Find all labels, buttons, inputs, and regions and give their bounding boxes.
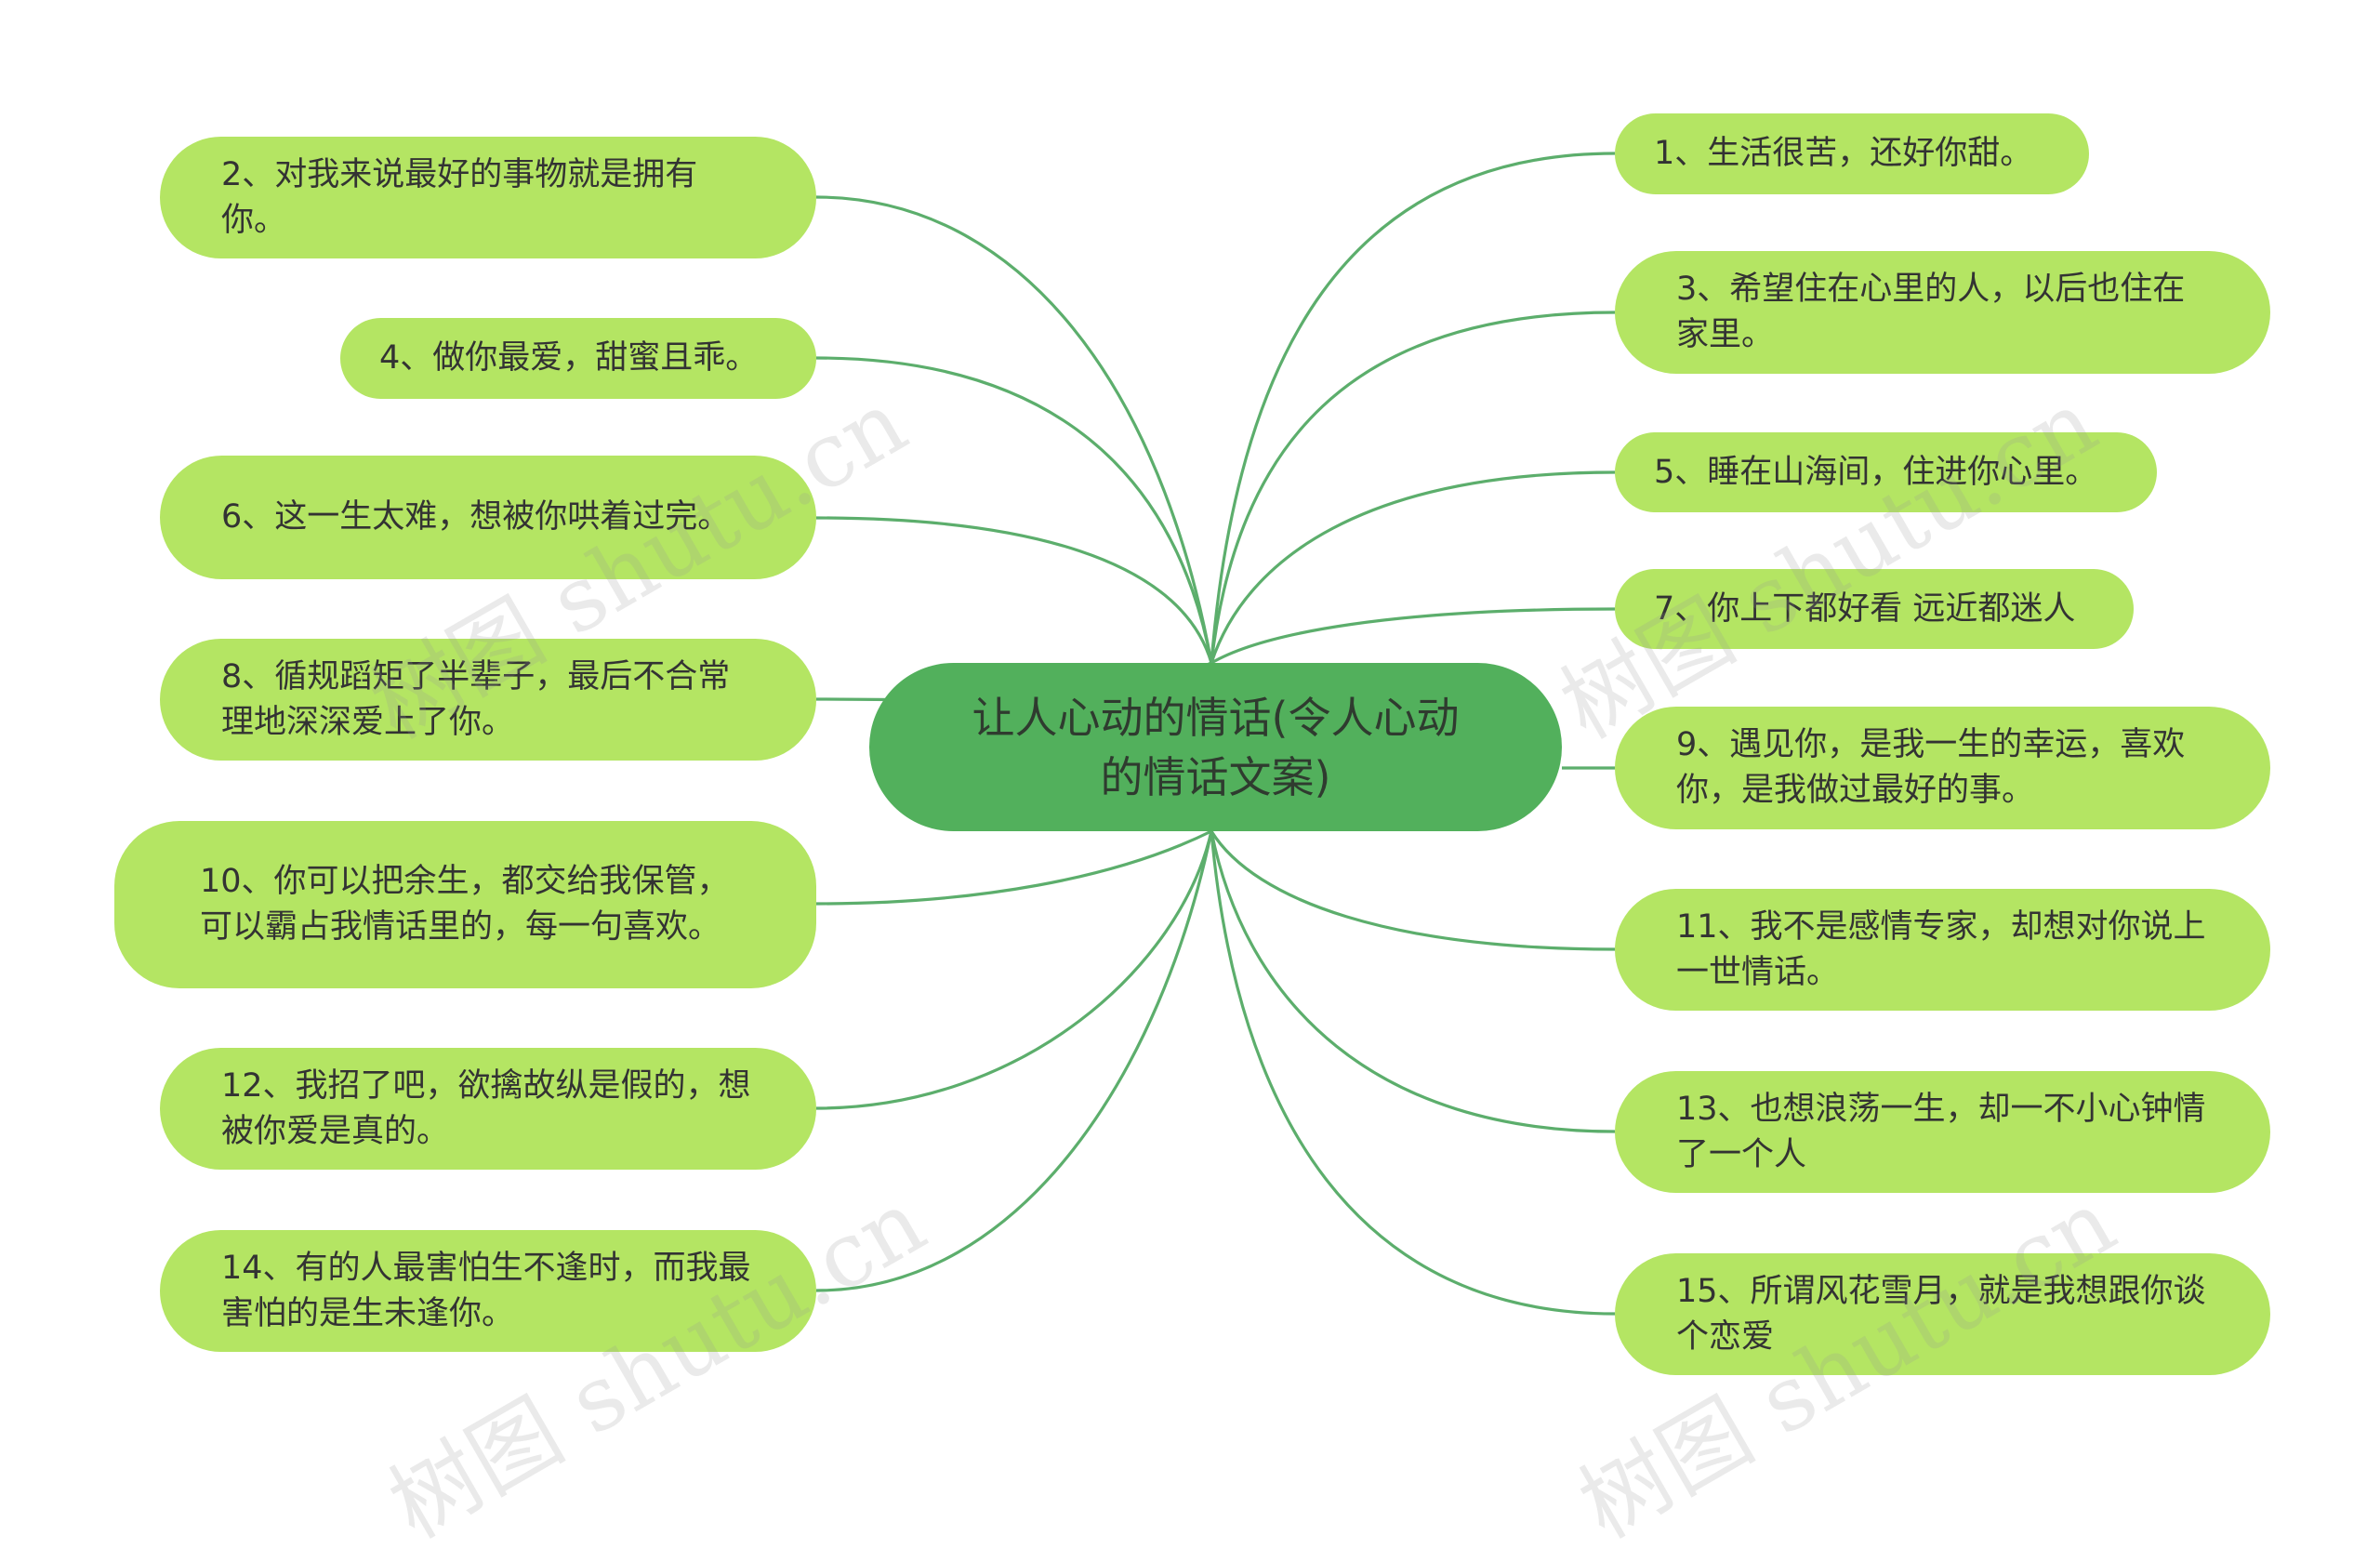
branch-node-4[interactable]: 4、做你最爱，甜蜜且乖。	[340, 318, 816, 399]
branch-node-7[interactable]: 7、你上下都好看 远近都迷人	[1615, 569, 2134, 649]
branch-node-label: 2、对我来说最好的事物就是拥有你。	[221, 155, 698, 239]
connector-n7	[1210, 607, 1616, 665]
branch-node-label: 1、生活很苦，还好你甜。	[1654, 135, 2033, 172]
branch-node-label: 3、希望住在心里的人，以后也住在家里。	[1676, 271, 2186, 353]
branch-node-11[interactable]: 11、我不是感情专家，却想对你说上一世情话。	[1615, 889, 2270, 1011]
branch-node-label: 10、你可以把余生，都交给我保管，可以霸占我情话里的，每一句喜欢。	[200, 863, 730, 946]
branch-node-13[interactable]: 13、也想浪荡一生，却一不小心钟情了一个人	[1615, 1071, 2270, 1193]
branch-node-15[interactable]: 15、所谓风花雪月，就是我想跟你谈个恋爱	[1615, 1253, 2270, 1375]
central-topic-label: 让人心动的情话(令人心动的情话文案)	[972, 692, 1460, 802]
mind-map-canvas: 让人心动的情话(令人心动的情话文案) 2、对我来说最好的事物就是拥有你。 4、做…	[114, 113, 2270, 1558]
branch-node-label: 11、我不是感情专家，却想对你说上一世情话。	[1676, 907, 2206, 991]
connector-n6	[815, 516, 1213, 664]
connector-n2	[815, 195, 1213, 664]
connector-n10	[815, 829, 1212, 906]
branch-node-3[interactable]: 3、希望住在心里的人，以后也住在家里。	[1615, 251, 2270, 374]
branch-node-label: 5、睡在山海间，住进你心里。	[1654, 453, 2098, 491]
branch-node-label: 15、所谓风花雪月，就是我想跟你谈个恋爱	[1676, 1272, 2206, 1356]
branch-node-label: 7、你上下都好看 远近都迷人	[1654, 589, 2076, 628]
branch-node-label: 9、遇见你，是我一生的幸运，喜欢你，是我做过最好的事。	[1676, 726, 2186, 809]
connector-n4	[815, 356, 1213, 664]
connector-n1	[1210, 152, 1616, 664]
branch-node-1[interactable]: 1、生活很苦，还好你甜。	[1615, 113, 2089, 194]
branch-node-label: 8、循规蹈矩了半辈子，最后不合常理地深深爱上了你。	[221, 657, 731, 741]
branch-node-9[interactable]: 9、遇见你，是我一生的幸运，喜欢你，是我做过最好的事。	[1615, 707, 2270, 829]
branch-node-12[interactable]: 12、我招了吧，欲擒故纵是假的，想被你爱是真的。	[160, 1048, 816, 1170]
connector-n5	[1210, 470, 1616, 664]
branch-node-label: 14、有的人最害怕生不逢时，而我最害怕的是生未逢你。	[221, 1249, 751, 1332]
connector-n15	[1210, 830, 1616, 1316]
branch-node-8[interactable]: 8、循规蹈矩了半辈子，最后不合常理地深深爱上了你。	[160, 639, 816, 761]
branch-node-label: 6、这一生太难，想被你哄着过完。	[221, 498, 731, 536]
branch-node-2[interactable]: 2、对我来说最好的事物就是拥有你。	[160, 137, 816, 258]
branch-node-label: 13、也想浪荡一生，却一不小心钟情了一个人	[1676, 1090, 2206, 1173]
connector-n3	[1210, 311, 1616, 664]
connector-n13	[1210, 830, 1616, 1133]
connector-n11	[1210, 830, 1616, 951]
connector-n12	[815, 830, 1213, 1110]
branch-node-label: 12、我招了吧，欲擒故纵是假的，想被你爱是真的。	[221, 1066, 751, 1150]
connector-lines	[815, 152, 1616, 1316]
branch-node-14[interactable]: 14、有的人最害怕生不逢时，而我最害怕的是生未逢你。	[160, 1230, 816, 1352]
branch-node-6[interactable]: 6、这一生太难，想被你哄着过完。	[160, 456, 816, 579]
branch-node-5[interactable]: 5、睡在山海间，住进你心里。	[1615, 432, 2157, 512]
branch-node-10[interactable]: 10、你可以把余生，都交给我保管，可以霸占我情话里的，每一句喜欢。	[114, 821, 816, 988]
branch-node-label: 4、做你最爱，甜蜜且乖。	[379, 339, 759, 377]
connector-n14	[815, 830, 1213, 1292]
central-topic[interactable]: 让人心动的情话(令人心动的情话文案)	[869, 663, 1562, 831]
